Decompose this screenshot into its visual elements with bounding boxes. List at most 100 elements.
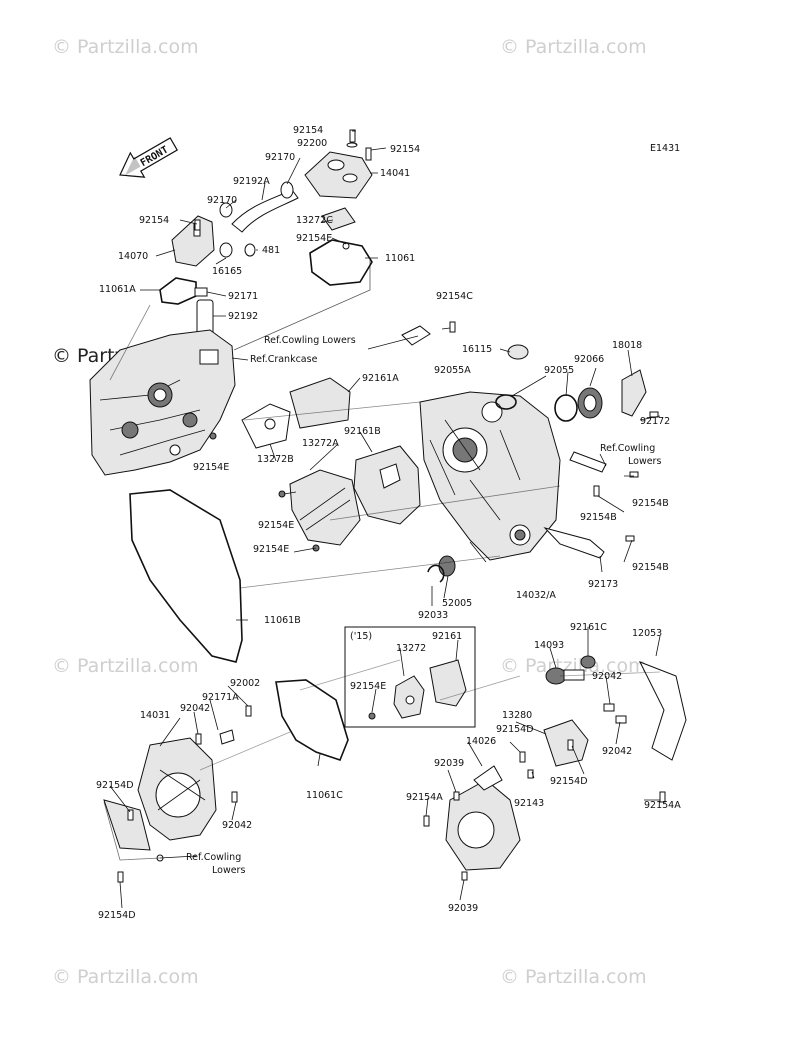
part-label: 92154D — [98, 910, 136, 921]
guide-plate — [621, 369, 647, 417]
plate — [321, 207, 356, 231]
o-ring-icon — [495, 394, 517, 410]
part-label: 92154B — [632, 498, 669, 509]
shield — [289, 469, 361, 546]
part-label: 92161A — [362, 373, 399, 384]
part-label: 92154 — [293, 125, 323, 136]
bolt-icon — [423, 815, 430, 827]
part-label: 14041 — [380, 168, 410, 179]
part-label: 13280 — [502, 710, 532, 721]
part-label: 92192 — [228, 311, 258, 322]
part-label: 92154 — [390, 144, 420, 155]
year-note: ('15) — [350, 631, 372, 642]
part-label: 92042 — [180, 703, 210, 714]
gasket — [129, 489, 243, 663]
bolt-icon — [349, 129, 356, 143]
part-label: 92042 — [222, 820, 252, 831]
part-label: 92172 — [640, 416, 670, 427]
bolt-icon — [194, 219, 201, 231]
part-label: 92154B — [580, 512, 617, 523]
bolt-icon — [365, 147, 372, 161]
cap-icon — [507, 344, 529, 360]
part-label: 16165 — [212, 266, 242, 277]
watermark: © Partzilla.com — [500, 966, 647, 988]
part-label: 12053 — [632, 628, 662, 639]
part-label: 92033 — [418, 610, 448, 621]
ref-label: Lowers — [628, 456, 661, 467]
bolt-icon — [209, 432, 217, 440]
part-label: 92154D — [550, 776, 588, 787]
part-label: 92154C — [436, 291, 473, 302]
part-label: 92154 — [139, 215, 169, 226]
sensor-cover-group — [423, 655, 687, 881]
part-label: 11061 — [385, 253, 415, 264]
part-label: 481 — [262, 245, 280, 256]
part-label: 13272 — [396, 643, 426, 654]
part-label: 92066 — [574, 354, 604, 365]
clamp-icon — [219, 729, 235, 745]
bolt-icon — [368, 712, 376, 720]
watermark: © Partzilla.com — [52, 655, 199, 677]
thermostat-cluster — [159, 129, 373, 339]
clamp-icon — [280, 181, 294, 199]
bolt-icon — [567, 739, 574, 751]
part-label: 92154E — [350, 681, 386, 692]
bracket — [569, 451, 607, 473]
bolt-icon — [127, 809, 134, 821]
clutch-cover — [419, 391, 561, 561]
year-variant-box: ('15) — [344, 626, 476, 728]
leader-lines — [103, 130, 661, 909]
bolt-icon — [659, 791, 666, 803]
part-label: 13272C — [296, 215, 333, 226]
ref-label: Ref.Cowling — [186, 852, 241, 863]
washer-icon — [346, 142, 358, 148]
part-label: 92161B — [344, 426, 381, 437]
diagram-code: E1431 — [650, 143, 680, 154]
part-label: 11061A — [99, 284, 136, 295]
part-label: 92042 — [602, 746, 632, 757]
bolt-icon — [519, 751, 526, 763]
o-ring-icon — [554, 394, 578, 422]
part-label: 92039 — [448, 903, 478, 914]
bolt-icon — [195, 733, 202, 745]
ref-label: Ref.Crankcase — [250, 354, 318, 365]
part-label: 14031 — [140, 710, 170, 721]
crankcase — [89, 329, 236, 476]
part-labels: 92154 92200 92154 92170 14041 92192A 921… — [96, 125, 681, 921]
hose — [231, 189, 299, 233]
part-label: 92170 — [207, 195, 237, 206]
part-label: 18018 — [612, 340, 642, 351]
part-label: 92039 — [434, 758, 464, 769]
part-label: 92143 — [514, 798, 544, 809]
part-label: 92154E — [193, 462, 229, 473]
watermarks: © Partzilla.com © Partzilla.com © Partzi… — [52, 36, 647, 988]
part-label: 92154B — [632, 562, 669, 573]
bracket — [103, 799, 151, 851]
gasket — [159, 277, 197, 305]
bolt-icon — [231, 791, 238, 803]
part-label: 92154D — [496, 724, 534, 735]
part-label: 11061C — [306, 790, 343, 801]
part-label: 92002 — [230, 678, 260, 689]
part-label: 92055 — [544, 365, 574, 376]
ref-label: Ref.Cowling Lowers — [264, 335, 356, 346]
part-label: 92170 — [265, 152, 295, 163]
part-label: 92161 — [432, 631, 462, 642]
bolt-icon — [629, 471, 639, 478]
clamp-icon — [219, 202, 233, 218]
part-label: 16115 — [462, 344, 492, 355]
watermark: © Partzilla.com — [52, 36, 199, 58]
part-label: 92154A — [406, 792, 443, 803]
bracket — [638, 661, 687, 761]
bracket — [401, 325, 431, 346]
ref-label: Lowers — [212, 865, 245, 876]
part-label: 92055A — [434, 365, 471, 376]
ref-label: Ref.Cowling — [600, 443, 655, 454]
thermostat-icon — [219, 242, 233, 258]
part-label: 14026 — [466, 736, 496, 747]
part-label: 13272B — [257, 454, 294, 465]
part-label: 92042 — [592, 671, 622, 682]
watermark: © Partzilla.com — [500, 36, 647, 58]
cover — [543, 719, 589, 767]
watermark: © Partzilla.com — [500, 655, 647, 677]
